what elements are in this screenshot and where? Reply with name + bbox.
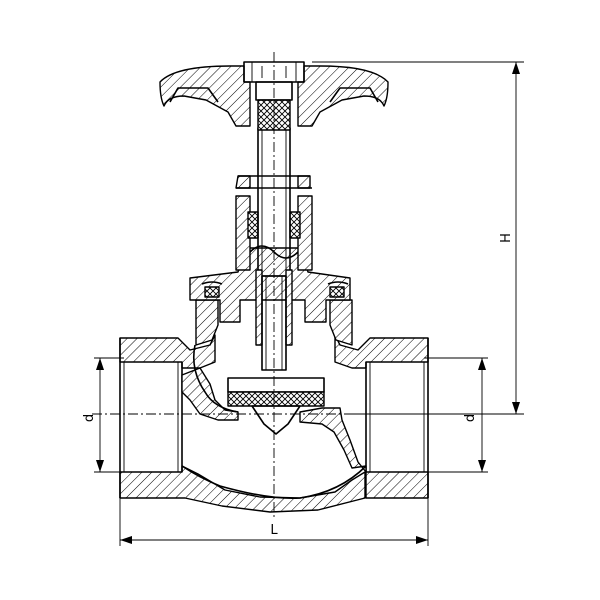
valve-body xyxy=(119,299,429,513)
body-left-socket-top xyxy=(119,334,216,369)
dimension-d-left-label: d xyxy=(82,414,97,422)
body-right-socket-bottom xyxy=(365,471,429,499)
valve-disc xyxy=(227,377,325,435)
packing-left xyxy=(247,211,259,239)
dimension-d-left: d xyxy=(82,357,124,473)
bonnet-tube-right xyxy=(297,195,313,271)
bonnet xyxy=(189,175,351,323)
dimension-d-right: d xyxy=(424,357,488,473)
dimension-l: L xyxy=(119,498,429,546)
bonnet-tube-left xyxy=(235,195,251,271)
handwheel xyxy=(159,61,389,131)
body-right-socket-top xyxy=(334,334,429,369)
disc-seal xyxy=(227,391,325,407)
dimension-h-label: H xyxy=(499,233,514,243)
body-neck-right xyxy=(329,299,353,346)
packing-right xyxy=(289,211,301,239)
body-left-socket-bottom xyxy=(119,465,366,513)
dimension-h: H xyxy=(312,61,524,415)
gland-nut xyxy=(235,175,311,189)
gasket-left xyxy=(204,286,220,298)
body-seat-partition xyxy=(181,367,239,421)
handwheel-right xyxy=(297,65,389,127)
dimension-l-label: L xyxy=(270,523,278,538)
gasket-right xyxy=(329,286,345,298)
bonnet-flange xyxy=(189,247,351,323)
body-seat-partition-right xyxy=(299,407,367,473)
disc-top-plate xyxy=(227,377,325,393)
dimension-d-right-label: d xyxy=(463,414,478,422)
disc-cone xyxy=(251,405,301,435)
handwheel-left xyxy=(159,65,251,127)
